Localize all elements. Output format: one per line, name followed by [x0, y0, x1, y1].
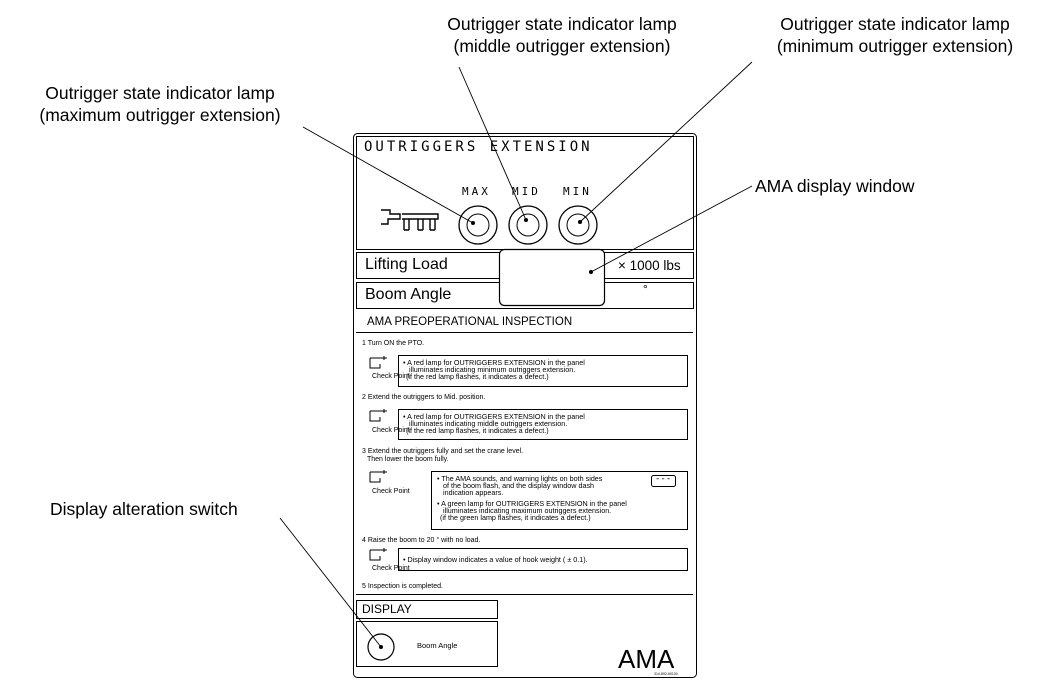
- callout-max-line1: Outrigger state indicator lamp: [45, 83, 275, 103]
- outriggers-title: OUTRIGGERS EXTENSION: [364, 139, 593, 155]
- check-point-label: Check Point: [372, 565, 410, 572]
- boom-angle-label: Boom Angle: [365, 286, 452, 303]
- step-3-note-1: • The AMA sounds, and warning lights on …: [437, 474, 603, 483]
- callout-mid-lamp: Outrigger state indicator lamp (middle o…: [412, 13, 712, 57]
- step-5-text: 5 Inspection is completed.: [362, 583, 443, 590]
- callout-max-line2: (maximum outrigger extension): [39, 105, 281, 125]
- step-2-note-3: (if the red lamp flashes, it indicates a…: [406, 426, 549, 435]
- check-point-label: Check Point: [372, 427, 410, 434]
- mid-lamp-ring: [508, 205, 548, 245]
- step-1-note-1: • A red lamp for OUTRIGGERS EXTENSION in…: [403, 358, 585, 367]
- max-lamp-ring: [458, 205, 498, 245]
- callout-ama-window: AMA display window: [755, 176, 915, 196]
- max-lamp: [466, 213, 490, 237]
- lamp-label-mid: MID: [512, 185, 541, 198]
- step-3-note-5: illuminates indicating maximum outrigger…: [443, 506, 612, 515]
- display-switch: [367, 633, 395, 661]
- check-point-label: Check Point: [372, 488, 410, 495]
- step-2-note-2: illuminates indicating middle outriggers…: [409, 419, 568, 428]
- step-1-text: 1 Turn ON the PTO.: [362, 340, 425, 347]
- display-switch-label: Boom Angle: [417, 641, 458, 650]
- step-4-text: 4 Raise the boom to 20 ° with no load.: [362, 537, 481, 544]
- note-box-2: [398, 409, 688, 440]
- step-3-note-2: of the boom flash, and the display windo…: [443, 481, 595, 490]
- callout-min-lamp: Outrigger state indicator lamp (minimum …: [745, 13, 1045, 57]
- leader-dot-switch: [379, 645, 383, 649]
- display-label: DISPLAY: [362, 602, 412, 616]
- panel-frame: [353, 133, 697, 678]
- degree-symbol: °: [643, 282, 648, 296]
- step-4-note-1: • Display window indicates a value of ho…: [403, 555, 588, 564]
- callout-mid-line2: (middle outrigger extension): [453, 36, 671, 56]
- display-switch-box: [356, 621, 498, 667]
- note-box-3: [431, 471, 688, 530]
- step-3-note-4: • A green lamp for OUTRIGGERS EXTENSION …: [437, 499, 627, 508]
- callout-min-line1: Outrigger state indicator lamp: [780, 14, 1010, 34]
- step-2-note-1: • A red lamp for OUTRIGGERS EXTENSION in…: [403, 412, 585, 421]
- min-lamp: [566, 213, 590, 237]
- leader-lines: [279, 61, 753, 648]
- callout-display-switch: Display alteration switch: [50, 499, 238, 519]
- brand-logo-text: AMA: [618, 644, 675, 674]
- leader-dot-mid: [524, 218, 528, 222]
- step-1-note-3: (if the red lamp flashes, it indicates a…: [406, 372, 549, 381]
- leader-dot-window: [589, 270, 593, 274]
- inspection-title: AMA PREOPERATIONAL INSPECTION: [367, 316, 573, 328]
- display-label-box: [356, 600, 498, 619]
- note-box-1: [398, 355, 688, 387]
- note-box-4: [398, 548, 688, 571]
- mid-lamp: [516, 213, 540, 237]
- step-1-note-2: illuminates indicating minimum outrigger…: [409, 365, 576, 374]
- lifting-load-label: Lifting Load: [365, 256, 448, 273]
- step-3-note-3: indication appears.: [443, 488, 504, 497]
- lamp-label-min: MIN: [563, 185, 592, 198]
- leader-dot-min: [578, 220, 582, 224]
- check-point-icon: [369, 356, 387, 561]
- lamp-label-max: MAX: [462, 185, 491, 198]
- dash-display-icon: [651, 475, 676, 487]
- step-3-note-6: (if the green lamp flashes, it indicates…: [440, 513, 591, 522]
- step-2-text: 2 Extend the outriggers to Mid. position…: [362, 394, 486, 401]
- callout-max-lamp: Outrigger state indicator lamp (maximum …: [10, 82, 310, 126]
- part-number: 314-892-60100: [654, 672, 678, 676]
- step-3-text: 3 Extend the outriggers fully and set th…: [362, 448, 524, 455]
- callout-mid-line1: Outrigger state indicator lamp: [447, 14, 677, 34]
- min-lamp-ring: [558, 205, 598, 245]
- check-point-label: Check Point: [372, 373, 410, 380]
- load-unit: × 1000 lbs: [618, 258, 681, 273]
- ama-display-window: [498, 248, 606, 307]
- outrigger-icon: [381, 209, 439, 231]
- callout-min-line2: (minimum outrigger extension): [776, 36, 1014, 56]
- step-3-text-2: Then lower the boom fully.: [367, 456, 449, 463]
- leader-dot-max: [471, 221, 475, 225]
- dash-indication: ---: [655, 474, 672, 484]
